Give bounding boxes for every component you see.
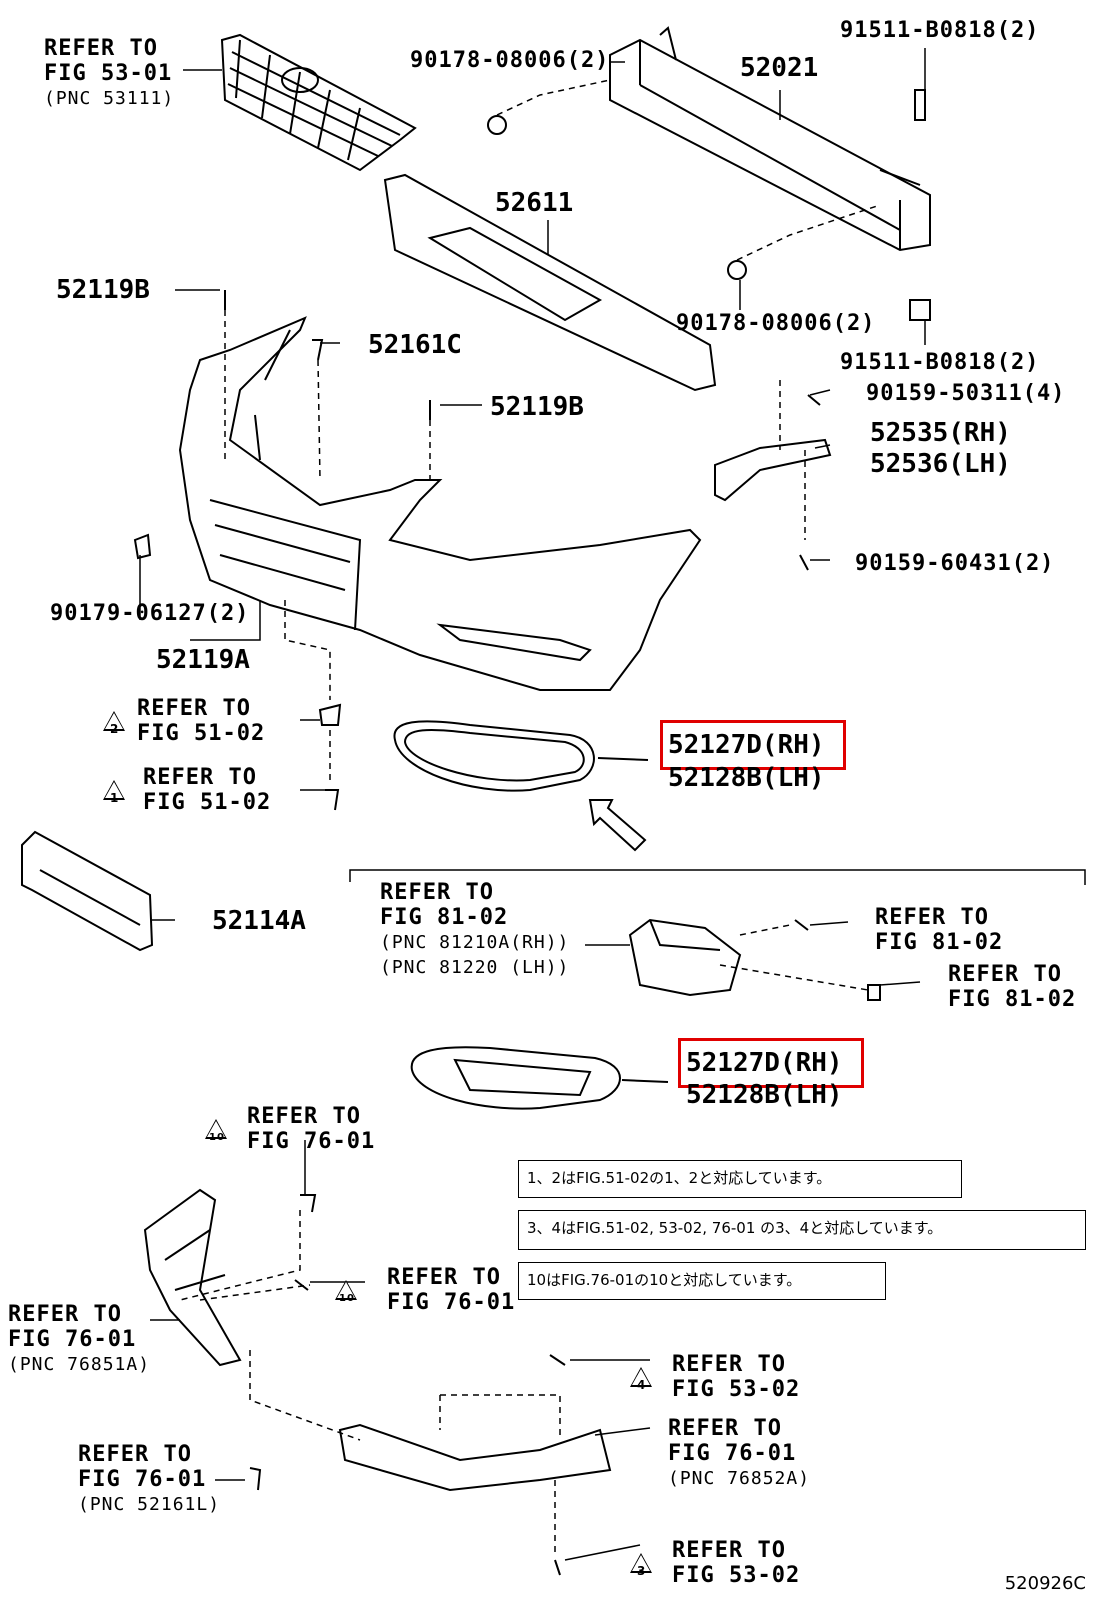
direction-arrow	[588, 799, 647, 852]
highlight-box-52127d-2	[678, 1038, 864, 1088]
part-90159-50311: 90159-50311(4)	[866, 381, 1066, 406]
triangle-mark-4: 4	[630, 1367, 652, 1392]
part-52021: 52021	[740, 53, 819, 83]
reference-fig-76-01-bottom: REFER TO FIG 76-01 (PNC 52161L)	[78, 1442, 221, 1515]
reinforcement-52021-drawing	[609, 26, 931, 252]
triangle-mark-1: 1	[103, 780, 125, 805]
part-90178-08006-top: 90178-08006(2)	[410, 48, 610, 73]
diagram-code: 520926C	[1004, 1573, 1086, 1594]
reference-fig-76-01-left: REFER TO FIG 76-01 (PNC 76851A)	[8, 1302, 151, 1375]
fog-cover-1-drawing	[393, 720, 649, 792]
part-90179-06127: 90179-06127(2)	[50, 601, 250, 626]
reference-fig-53-02-mark3: 3 REFER TO FIG 53-02	[630, 1538, 800, 1588]
absorber-52611-drawing	[383, 173, 717, 392]
part-52127d-rh-1: 52127D(RH)	[668, 730, 825, 760]
part-52114a: 52114A	[212, 906, 306, 936]
part-52611: 52611	[495, 188, 574, 218]
triangle-mark-10-top: 10	[205, 1119, 227, 1143]
highlight-box-52127d-1	[660, 720, 846, 770]
triangle-mark-3: 3	[630, 1553, 652, 1578]
part-90159-60431: 90159-60431(2)	[855, 551, 1055, 576]
reference-fig-81-02-b: REFER TO FIG 81-02	[948, 962, 1077, 1012]
part-52536-lh: 52536(LH)	[870, 449, 1011, 479]
part-52161c: 52161C	[368, 330, 462, 360]
reference-fig-81-02-a: REFER TO FIG 81-02	[875, 905, 1004, 955]
reference-fig-51-02-mark1: 1 REFER TO FIG 51-02	[103, 765, 271, 815]
part-52128b-lh-1: 52128B(LH)	[668, 763, 825, 793]
triangle-mark-10-mid: 10	[335, 1280, 357, 1304]
part-52119a: 52119A	[156, 645, 250, 675]
bracket-52535-drawing	[714, 438, 832, 502]
fasteners-drawing	[133, 89, 931, 1576]
reference-fig-76-01-right: REFER TO FIG 76-01 (PNC 76852A)	[668, 1416, 811, 1489]
license-bracket-drawing	[21, 830, 154, 952]
under-cover-right-drawing	[338, 1423, 612, 1492]
part-52119b-left: 52119B	[56, 275, 150, 305]
grille-drawing	[220, 33, 417, 172]
grille-reference: REFER TO FIG 53-01 (PNC 53111)	[44, 36, 175, 109]
part-91511-b0818-bottom: 91511-B0818(2)	[840, 350, 1040, 375]
part-90178-08006-bottom: 90178-08006(2)	[676, 311, 876, 336]
part-91511-b0818-top: 91511-B0818(2)	[840, 18, 1040, 43]
note-marks-3-4: 3、4はFIG.51-02, 53-02, 76-01 の3、4と対応しています…	[518, 1210, 1086, 1250]
fog-cover-2-drawing	[410, 1046, 669, 1110]
reference-fig-53-02-mark4: 4 REFER TO FIG 53-02	[630, 1352, 800, 1402]
part-52127d-rh-2: 52127D(RH)	[686, 1048, 843, 1078]
note-marks-1-2: 1、2はFIG.51-02の1、2と対応しています。	[518, 1160, 962, 1198]
part-52128b-lh-2: 52128B(LH)	[686, 1080, 843, 1110]
fog-lamp-drawing	[628, 918, 742, 997]
bumper-cover-drawing	[178, 316, 702, 691]
reference-fig-51-02-mark2: 2 REFER TO FIG 51-02	[103, 696, 265, 746]
part-52535-rh: 52535(RH)	[870, 418, 1011, 448]
note-mark-10: 10はFIG.76-01の10と対応しています。	[518, 1262, 886, 1300]
fog-lamp-reference: REFER TO FIG 81-02 (PNC 81210A(RH)) (PNC…	[380, 880, 570, 978]
triangle-mark-2: 2	[103, 711, 125, 736]
reference-fig-76-01-mid: 10 REFER TO FIG 76-01	[335, 1265, 515, 1315]
part-52119b-mid: 52119B	[490, 392, 584, 422]
reference-fig-76-01-top: 10 REFER TO FIG 76-01	[205, 1104, 375, 1154]
under-cover-left-drawing	[143, 1188, 242, 1367]
